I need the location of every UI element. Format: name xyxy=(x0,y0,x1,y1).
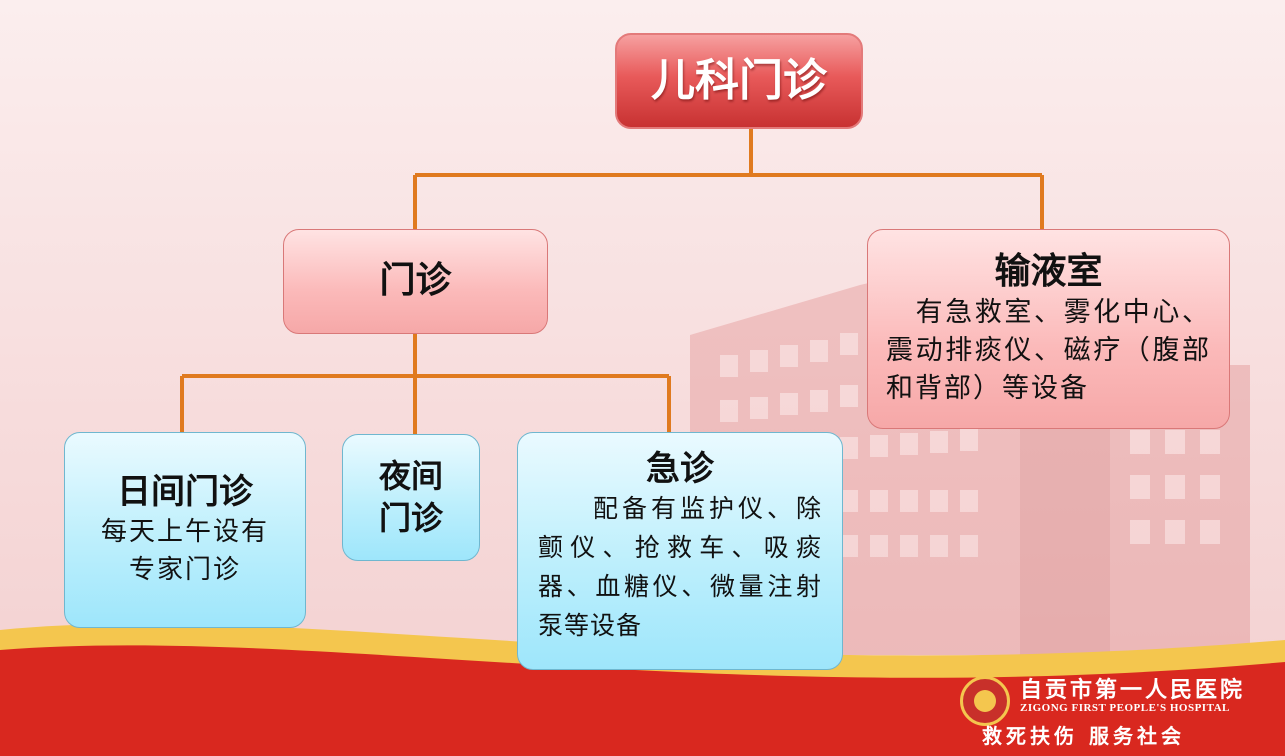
root-node-pediatric-clinic: 儿科门诊 xyxy=(615,33,863,129)
node-day-clinic-line1: 每天上午设有 xyxy=(100,517,269,547)
root-node-label: 儿科门诊 xyxy=(651,55,827,106)
node-night-clinic-line2: 门诊 xyxy=(378,499,443,537)
node-infusion-description: 有急救室、雾化中心、震动排痰仪、磁疗（腹部和背部）等设备 xyxy=(886,297,1211,404)
node-infusion-title: 输液室 xyxy=(994,251,1103,292)
node-night-clinic-line1: 夜间 xyxy=(378,457,443,495)
node-night-clinic: 夜间 门诊 xyxy=(342,434,480,561)
node-emergency-description: 配备有监护仪、除颤仪、抢救车、吸痰器、血糖仪、微量注射泵等设备 xyxy=(538,494,822,640)
node-day-clinic-title: 日间门诊 xyxy=(117,472,253,512)
node-emergency: 急诊 配备有监护仪、除颤仪、抢救车、吸痰器、血糖仪、微量注射泵等设备 xyxy=(517,432,843,670)
hospital-logo: 自贡市第一人民医院 ZIGONG FIRST PEOPLE'S HOSPITAL… xyxy=(960,670,1260,750)
hospital-name-en: ZIGONG FIRST PEOPLE'S HOSPITAL xyxy=(1020,702,1230,714)
hospital-name: 自贡市第一人民医院 xyxy=(1020,677,1246,703)
hospital-slogan: 救死扶伤 服务社会 xyxy=(982,724,1185,748)
node-outpatient: 门诊 xyxy=(283,229,548,334)
node-day-clinic-line2: 专家门诊 xyxy=(128,555,241,585)
node-day-clinic: 日间门诊 每天上午设有 专家门诊 xyxy=(64,432,306,628)
node-infusion-room: 输液室 有急救室、雾化中心、震动排痰仪、磁疗（腹部和背部）等设备 xyxy=(867,229,1230,429)
hospital-seal-icon xyxy=(960,676,1010,726)
node-emergency-title: 急诊 xyxy=(646,449,714,489)
node-outpatient-label: 门诊 xyxy=(379,260,452,301)
